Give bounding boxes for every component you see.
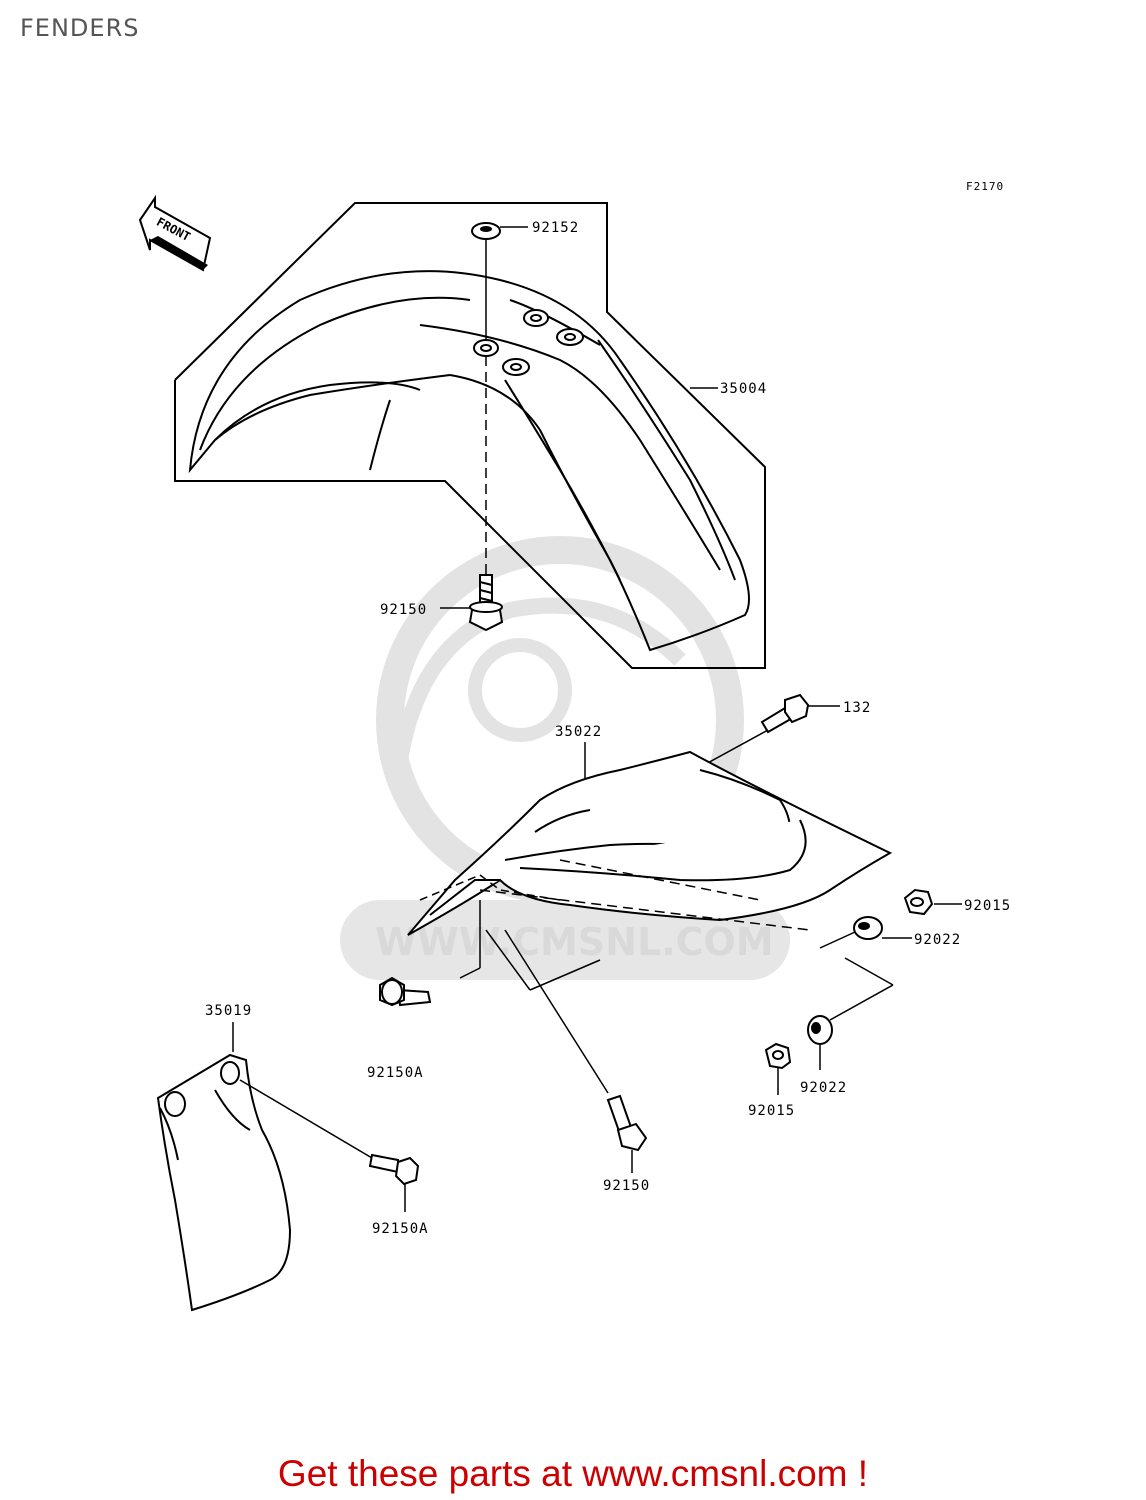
front-fender-part <box>188 270 750 652</box>
figure-code: F2170 <box>966 180 1004 193</box>
label-92015-low: 92015 <box>748 1103 795 1119</box>
washer-92022-right-icon <box>853 916 883 940</box>
label-92022-low: 92022 <box>800 1080 847 1096</box>
washer-92022-low-icon <box>807 1015 833 1045</box>
bolt-132-icon <box>760 693 810 734</box>
label-92150A-mid: 92150A <box>367 1065 424 1081</box>
label-92150A-low: 92150A <box>372 1221 429 1237</box>
bolt-92150-low-icon <box>606 1094 648 1152</box>
label-35019: 35019 <box>205 1003 252 1019</box>
label-92152: 92152 <box>532 220 579 236</box>
mud-flap-part <box>156 1053 292 1312</box>
nut-92015-low-icon <box>764 1042 792 1070</box>
label-92022-right: 92022 <box>914 932 961 948</box>
cmsnl-link[interactable]: Get these parts at www.cmsnl.com ! <box>277 1453 869 1494</box>
footer: Get these parts at www.cmsnl.com ! <box>0 1453 1146 1495</box>
label-35022: 35022 <box>555 724 602 740</box>
watermark-text: WWW.CMSNL.COM <box>375 920 774 964</box>
rear-fender-part <box>407 750 893 936</box>
label-92015-right: 92015 <box>964 898 1011 914</box>
washer-92152-icon <box>471 222 501 240</box>
bolt-92150A-low-icon <box>368 1153 420 1186</box>
front-arrow-icon: FRONT <box>138 194 212 272</box>
label-92150-top: 92150 <box>380 602 427 618</box>
bolt-92150A-mid-icon <box>379 976 432 1007</box>
fender-mount-holes <box>473 309 584 376</box>
label-92150-low: 92150 <box>603 1178 650 1194</box>
bolt-92150-top-icon <box>468 574 504 632</box>
front-fender-group-border <box>174 202 766 669</box>
label-35004: 35004 <box>720 381 767 397</box>
label-132: 132 <box>843 700 871 716</box>
nut-92015-right-icon <box>903 888 934 916</box>
page-title: FENDERS <box>20 14 140 42</box>
